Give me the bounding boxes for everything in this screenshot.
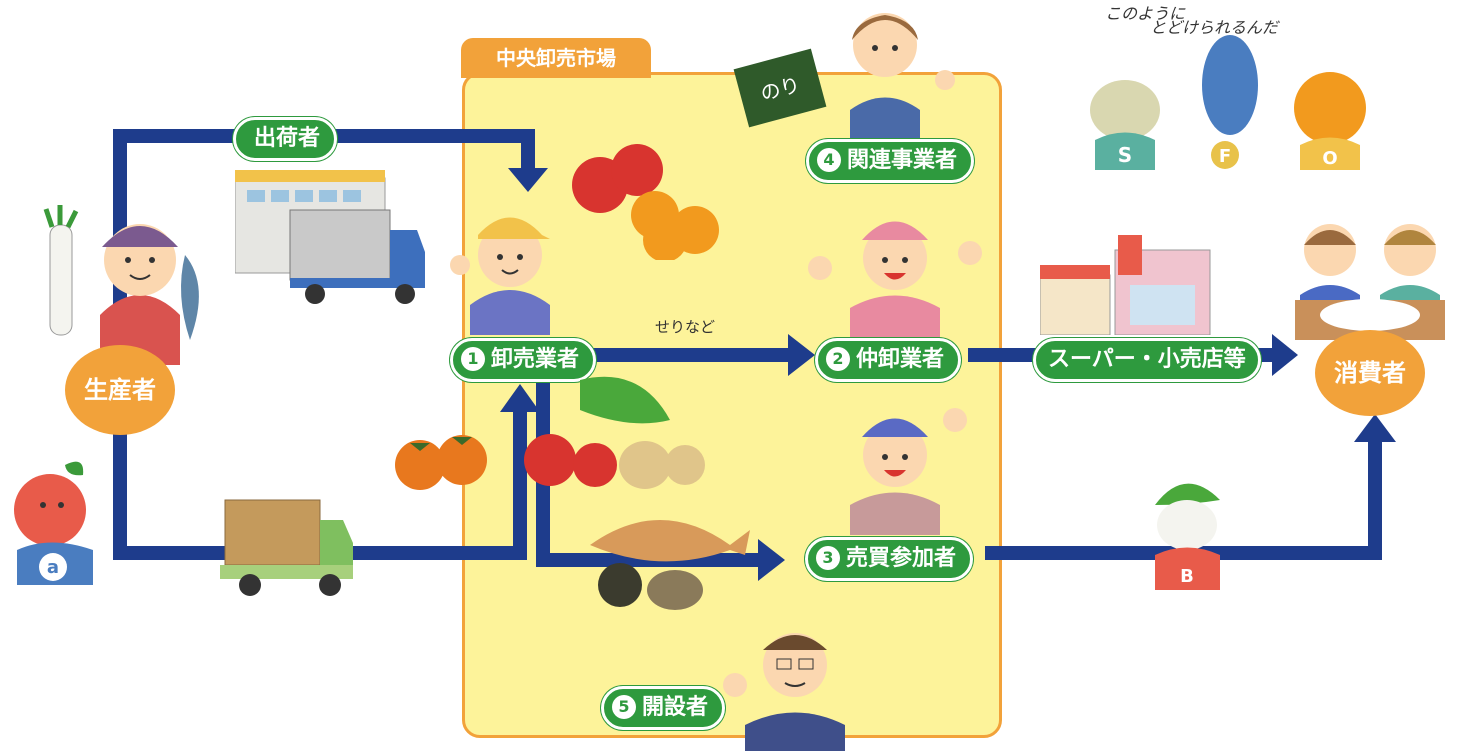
apple-mascot-letter: a (47, 557, 59, 578)
producer-label: 生産者 (65, 345, 175, 435)
truck-illustration (220, 499, 353, 596)
mascots-sfo: S F O (1090, 35, 1366, 170)
note-line2: とどけられるんだ (1150, 18, 1279, 37)
arrow-buyer-to-consumer (985, 440, 1382, 560)
mascot-b: B (1155, 483, 1220, 590)
apple-mascot-a: a (14, 461, 93, 585)
note-line1: このように (1105, 4, 1186, 23)
buyer-illustration (850, 408, 967, 535)
mascot-s: S (1090, 80, 1160, 170)
consumer-illustration (1295, 224, 1445, 340)
auction-label: せりなど (655, 318, 716, 336)
apple-orange-illustration (572, 144, 719, 260)
mascot-o-letter: O (1322, 148, 1337, 169)
seafood-illustration (590, 520, 750, 610)
arrowhead-buyer (758, 539, 785, 581)
arrowhead-consumer-bottom (1354, 414, 1396, 442)
arrowhead-wholesaler-bottom (500, 384, 540, 412)
mascot-o: O (1294, 72, 1366, 170)
related-business-illustration (850, 13, 955, 140)
warehouse-truck-illustration (235, 170, 425, 304)
consumer-label: 消費者 (1315, 330, 1425, 416)
arrowhead-wholesaler-top (508, 168, 548, 192)
mascot-f: F (1202, 35, 1258, 169)
market-title: 中央卸売市場 (461, 38, 651, 78)
arrowhead-consumer (1272, 334, 1298, 376)
shipper-label: 出荷者 (233, 117, 338, 161)
nori-illustration: のり (733, 48, 827, 128)
retail-store-illustration (1040, 235, 1211, 335)
market-area (462, 72, 1002, 738)
mascot-s-letter: S (1118, 143, 1132, 167)
intermediate-illustration (808, 221, 982, 338)
mascot-f-letter: F (1219, 146, 1231, 167)
mascot-b-letter: B (1180, 566, 1194, 587)
node-retail: スーパー・小売店等 (1033, 338, 1261, 382)
vegetable-illustration (524, 376, 705, 489)
wholesaler-illustration (450, 217, 550, 335)
persimmon-illustration (395, 435, 487, 490)
founder-illustration (723, 633, 845, 751)
arrowhead-intermediate (788, 334, 815, 376)
